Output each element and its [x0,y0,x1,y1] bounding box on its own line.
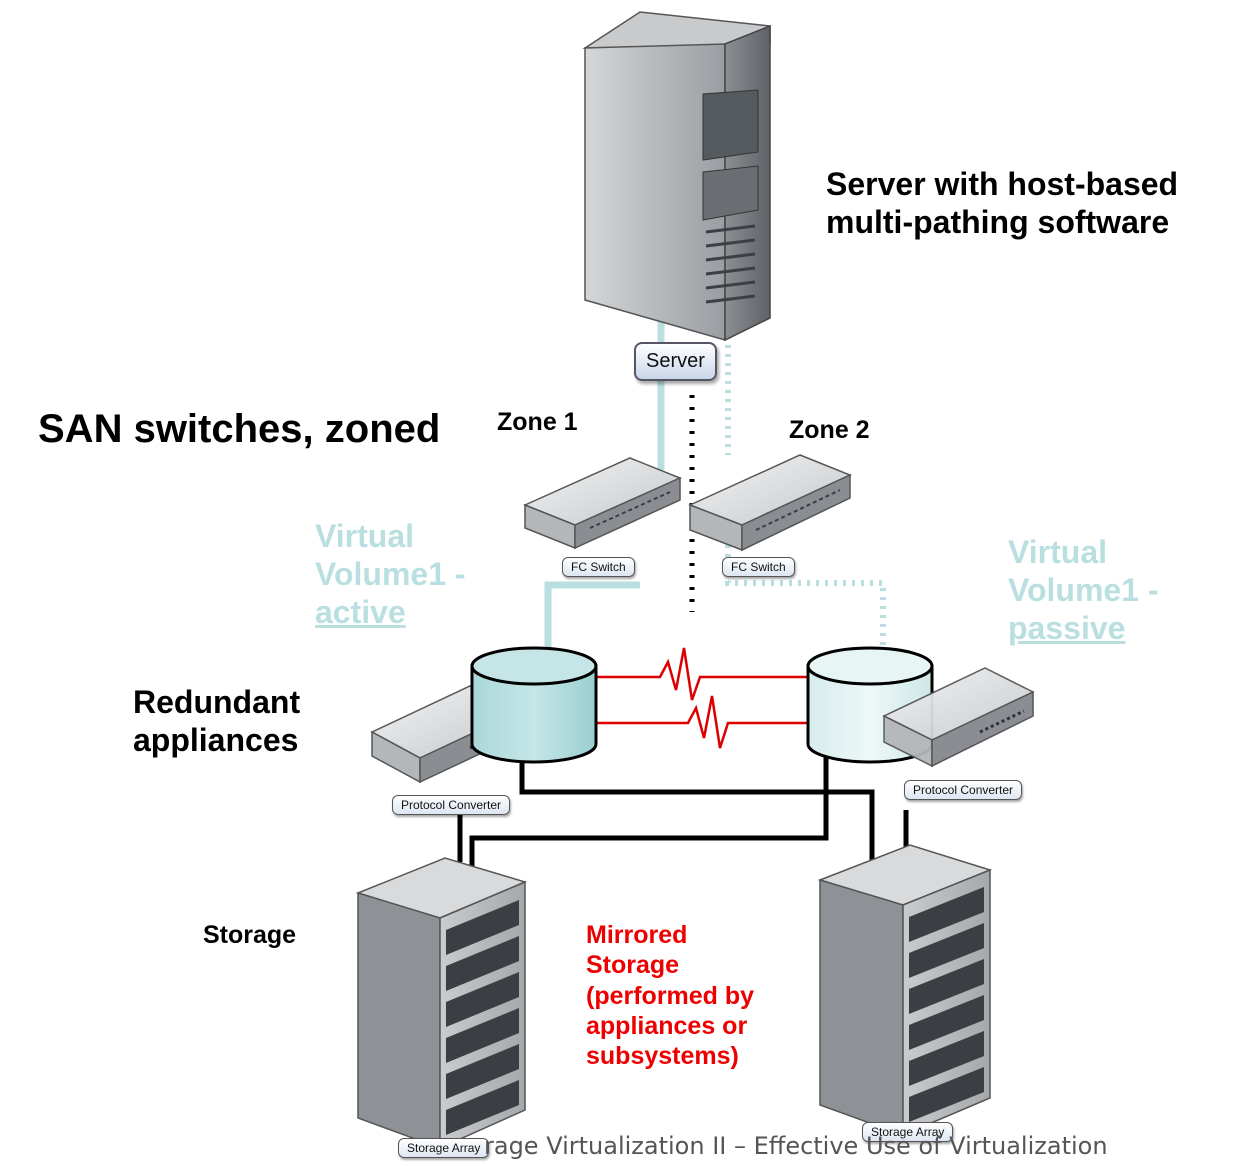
storage-link-3 [469,750,829,870]
vv-active-line2: Volume1 - [315,555,466,592]
server-title-line1: Server with host-based [826,166,1179,202]
connection-lines [457,308,909,870]
virtual-volume-active-label: Virtual Volume1 - active [315,518,466,631]
protocol-converter-right [882,667,1035,768]
storage-array-right [817,844,993,1137]
storage-label: Storage [203,921,297,949]
zone2-label: Zone 2 [789,416,870,444]
server-tag: Server [634,342,717,381]
protocol-converter-tag-1: Protocol Converter [392,795,511,815]
protocol-converter-tag-2: Protocol Converter [904,780,1023,800]
mirrored-line5: subsystems) [586,1042,739,1070]
appliance-cylinder-left [470,646,598,764]
storage-array-tag-2: Storage Array [862,1122,954,1142]
mirror-link-bottom [596,695,855,749]
vv-passive-line1: Virtual [1008,534,1107,570]
mirrored-line3: (performed by [586,981,755,1010]
zone1-label: Zone 1 [497,408,578,436]
vv-passive-line2: Volume1 - [1008,571,1159,608]
san-switches-label: SAN switches, zoned [38,407,441,451]
mirrored-storage-label: Mirrored Storage (performed by appliance… [586,920,754,1071]
server-title-line2: multi-pathing software [826,203,1170,240]
server-tower [582,11,771,342]
fc-switch-zone1 [523,457,682,550]
mirrored-line1: Mirrored [586,921,688,949]
redundant-line1: Redundant [133,684,301,720]
mirrored-line4: appliances or [586,1011,748,1040]
footer-text: rage Virtualization II – Effective Use o… [484,1132,1108,1160]
active-path-line-lower [544,581,640,655]
storage-array-tag-1: Storage Array [398,1138,490,1158]
storage-link-2 [519,760,875,862]
mirror-link-top [596,647,810,701]
server-title: Server with host-based multi-pathing sof… [826,166,1178,242]
mirrored-line2: Storage [586,951,680,980]
storage-array-left [355,857,528,1150]
redundant-appliances-label: Redundant appliances [133,684,300,760]
fc-switch-tag-1: FC Switch [562,557,635,577]
vv-active-line1: Virtual [315,518,414,554]
fc-switch-tag-2: FC Switch [722,557,795,577]
virtual-volume-passive-label: Virtual Volume1 - passive [1008,534,1159,647]
fc-switch-zone2 [688,454,852,552]
redundant-line2: appliances [133,721,299,758]
vv-passive-line3: passive [1008,609,1126,646]
vv-active-line3: active [315,593,406,630]
